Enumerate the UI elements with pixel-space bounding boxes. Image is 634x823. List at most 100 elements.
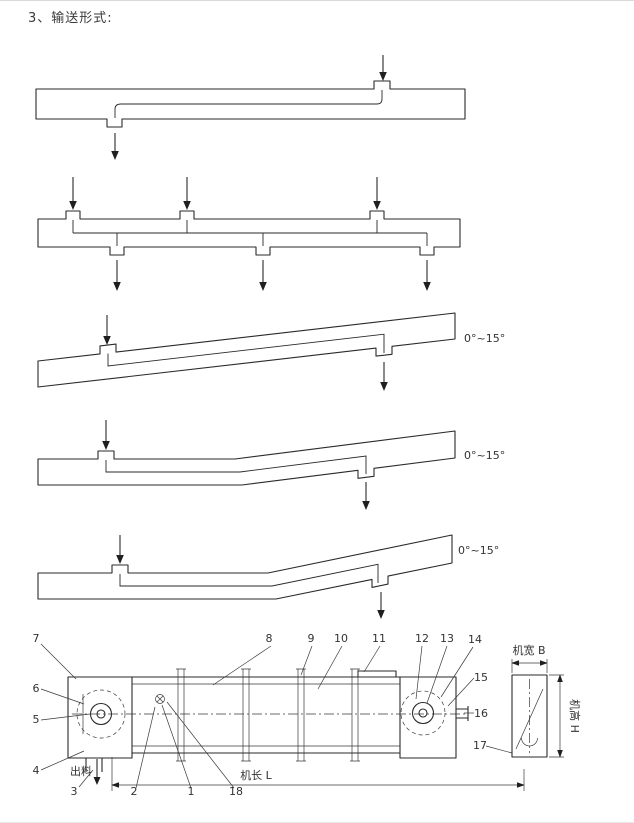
flange-joint: [350, 668, 360, 762]
leader-8: [212, 645, 272, 686]
discharge-arrow: [377, 592, 385, 619]
leader-9: [300, 645, 313, 676]
leader-1: [161, 704, 192, 789]
conveyor-outline: [37, 312, 456, 388]
callout-8: 8: [266, 632, 273, 645]
callout-11: 11: [372, 632, 386, 645]
leader-18: [166, 701, 235, 789]
conveyor-outline: [37, 534, 453, 600]
conveyor-outline: [37, 430, 456, 486]
callout-numbers: 7 6 5 4 3 2 1 18 8 9 10 11 12 13 14 15 1…: [33, 632, 489, 798]
length-extension-lines: [111, 757, 525, 791]
callout-5: 5: [33, 713, 40, 726]
left-drive-housing: [67, 676, 133, 759]
material-path: [105, 455, 367, 474]
callout-leaders: [40, 643, 513, 789]
page-title: 3、输送形式:: [28, 11, 113, 26]
arrow-head: [116, 555, 124, 564]
width-extension-lines: [511, 659, 548, 673]
feed-arrow: [379, 55, 387, 81]
arrow-head: [103, 336, 111, 345]
leader-2: [135, 706, 156, 789]
discharge-arrow: [93, 759, 101, 785]
callout-15: 15: [474, 671, 488, 684]
callout-13: 13: [440, 632, 454, 645]
material-path: [114, 90, 383, 118]
inlet-opening: [357, 670, 397, 677]
incline-angle-label: 0°~15°: [464, 449, 505, 462]
arrow-head: [380, 382, 388, 391]
flange-joint: [296, 668, 306, 762]
feed-arrow: [116, 535, 124, 564]
conveyor-form-4: 0°~15°: [37, 420, 505, 510]
section-trough-arc: [521, 737, 538, 747]
section-outline: [511, 674, 548, 758]
shaft-stub: [456, 706, 469, 721]
callout-6: 6: [33, 682, 40, 695]
leader-6: [40, 688, 85, 705]
leader-12: [415, 645, 423, 700]
machine-cross-section: 机宽 B 机高 H: [511, 643, 582, 758]
right-shaft: [418, 708, 428, 718]
callout-2: 2: [131, 785, 138, 798]
callout-16: 16: [474, 707, 488, 720]
leader-14: [440, 646, 474, 698]
arrow-head: [102, 441, 110, 450]
height-dimension-label: 机高 H: [568, 699, 582, 733]
leader-3: [78, 769, 94, 788]
leader-13: [426, 645, 448, 704]
feed-arrow: [103, 315, 111, 345]
callout-7: 7: [33, 632, 40, 645]
discharge-arrows: [113, 260, 431, 291]
right-end-housing: [399, 676, 457, 759]
conveyor-outline: [35, 80, 466, 128]
callout-14: 14: [468, 633, 482, 646]
callout-17: 17: [473, 739, 487, 752]
trough-body: [132, 676, 400, 754]
leader-17: [485, 745, 513, 754]
callout-3: 3: [71, 785, 78, 798]
callout-12: 12: [415, 632, 429, 645]
arrow-head: [373, 201, 381, 210]
conveyor-form-1: [35, 55, 466, 160]
length-dimension-label: 机长 L: [240, 768, 272, 782]
conveyor-form-2: [37, 177, 461, 291]
feed-arrows: [69, 177, 381, 210]
width-dimension-label: 机宽 B: [512, 643, 545, 657]
callout-10: 10: [334, 632, 348, 645]
height-extension-lines: [549, 674, 564, 758]
discharge-arrow: [380, 362, 388, 391]
arrow-head: [93, 777, 101, 785]
conveyor-form-3: 0°~15°: [37, 312, 505, 391]
discharge-label: 出料: [70, 764, 92, 778]
conveyor-form-5: 0°~15°: [37, 534, 499, 619]
callout-4: 4: [33, 764, 40, 777]
discharge-arrow: [362, 482, 370, 510]
arrow-head: [183, 201, 191, 210]
discharge-arrow: [111, 133, 119, 160]
material-path: [107, 333, 385, 367]
feed-arrow: [102, 420, 110, 450]
incline-angle-label: 0°~15°: [458, 544, 499, 557]
leader-5: [40, 713, 91, 721]
leader-15: [447, 677, 475, 707]
arrow-head: [259, 282, 267, 291]
hanger-bearing-cross: [156, 695, 164, 703]
right-bearing: [411, 701, 435, 725]
leader-10: [317, 645, 343, 690]
material-path: [72, 220, 428, 246]
callout-1: 1: [188, 785, 195, 798]
arrow-head: [111, 151, 119, 160]
material-path: [119, 563, 379, 587]
flange-joint: [241, 668, 251, 762]
callout-9: 9: [308, 632, 315, 645]
arrow-head: [377, 610, 385, 619]
arrow-head: [69, 201, 77, 210]
conveyor-outline: [37, 210, 461, 256]
arrow-head: [362, 501, 370, 510]
hanger-bearing: [155, 694, 165, 704]
leader-4: [40, 750, 85, 771]
leader-7: [40, 643, 77, 680]
